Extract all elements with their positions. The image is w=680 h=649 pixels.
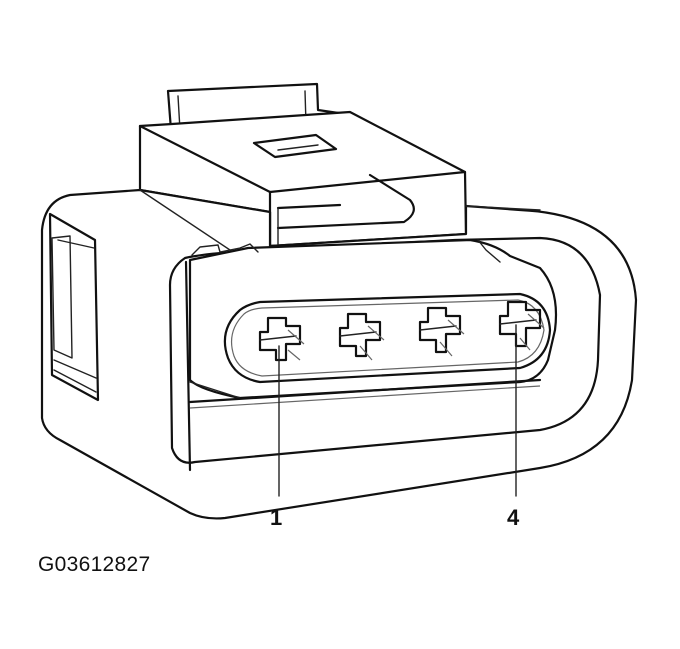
pin-cavity-2 bbox=[338, 312, 385, 361]
callout-label-pin-1: 1 bbox=[270, 505, 283, 530]
pin-cavity-4 bbox=[498, 300, 545, 351]
figure-id: G03612827 bbox=[38, 553, 151, 576]
callout-label-pin-4: 4 bbox=[507, 505, 520, 530]
pin-insert bbox=[184, 238, 558, 472]
latch-slot bbox=[276, 173, 415, 245]
pin-cavity-3 bbox=[418, 306, 465, 357]
pin-cavity-1 bbox=[258, 316, 305, 362]
side-window bbox=[48, 212, 100, 402]
